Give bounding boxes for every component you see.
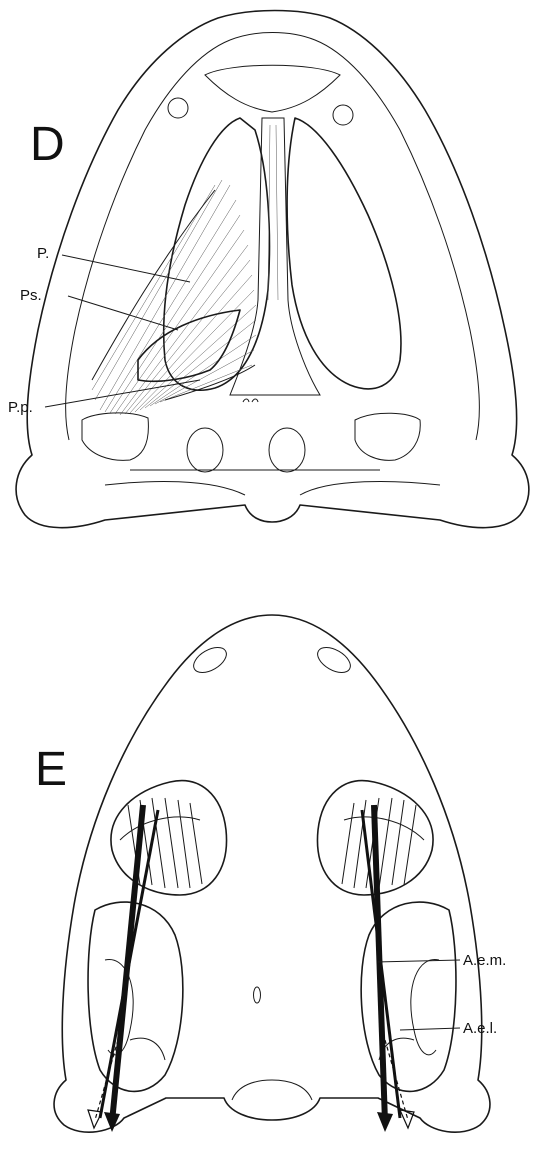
skull-d-outline <box>16 11 529 528</box>
vacuity-left-d <box>164 118 270 390</box>
quadrate-left-d <box>82 413 148 460</box>
panel-e-letter: E <box>35 743 67 796</box>
arrow-ael-right-head <box>400 1110 414 1128</box>
panel-e: E <box>35 615 506 1132</box>
label-p: P. <box>37 245 49 262</box>
orbit-left-muscle <box>120 798 202 888</box>
occipital-region-d <box>105 470 440 495</box>
vomer-teeth-d <box>243 399 258 402</box>
leader-Ps <box>68 296 178 330</box>
label-ps: Ps. <box>20 287 42 304</box>
label-ael: A.e.l. <box>463 1020 497 1037</box>
vacuity-right-d <box>287 118 401 389</box>
arrow-ael-left <box>100 810 158 1118</box>
arrow-aem-left <box>112 805 143 1122</box>
arrows-right <box>362 805 414 1132</box>
choana-right-d <box>333 105 353 125</box>
arrow-aem-right-head <box>377 1112 393 1132</box>
fenestra-right-d <box>269 428 305 472</box>
naris-left-e <box>189 642 230 677</box>
leader-ael <box>400 1028 460 1030</box>
premaxilla-d <box>205 65 340 112</box>
orbit-left-e <box>111 781 227 895</box>
jaw-rim-d-left <box>66 40 230 440</box>
choana-left-d <box>168 98 188 118</box>
quadrate-right-d <box>355 413 420 460</box>
fenestra-left-d <box>187 428 223 472</box>
orbit-right-muscle <box>342 798 424 888</box>
parasphenoid-d <box>230 118 320 395</box>
label-aem: A.e.m. <box>463 952 506 969</box>
naris-right-e <box>313 642 354 677</box>
leader-aem <box>378 960 460 962</box>
panel-d: D <box>8 11 529 528</box>
label-pp: P.p. <box>8 399 33 416</box>
occipital-e <box>232 1080 312 1100</box>
jaw-rim-d <box>230 33 479 441</box>
parietal-foramen <box>254 987 261 1003</box>
panel-d-letter: D <box>30 118 65 171</box>
